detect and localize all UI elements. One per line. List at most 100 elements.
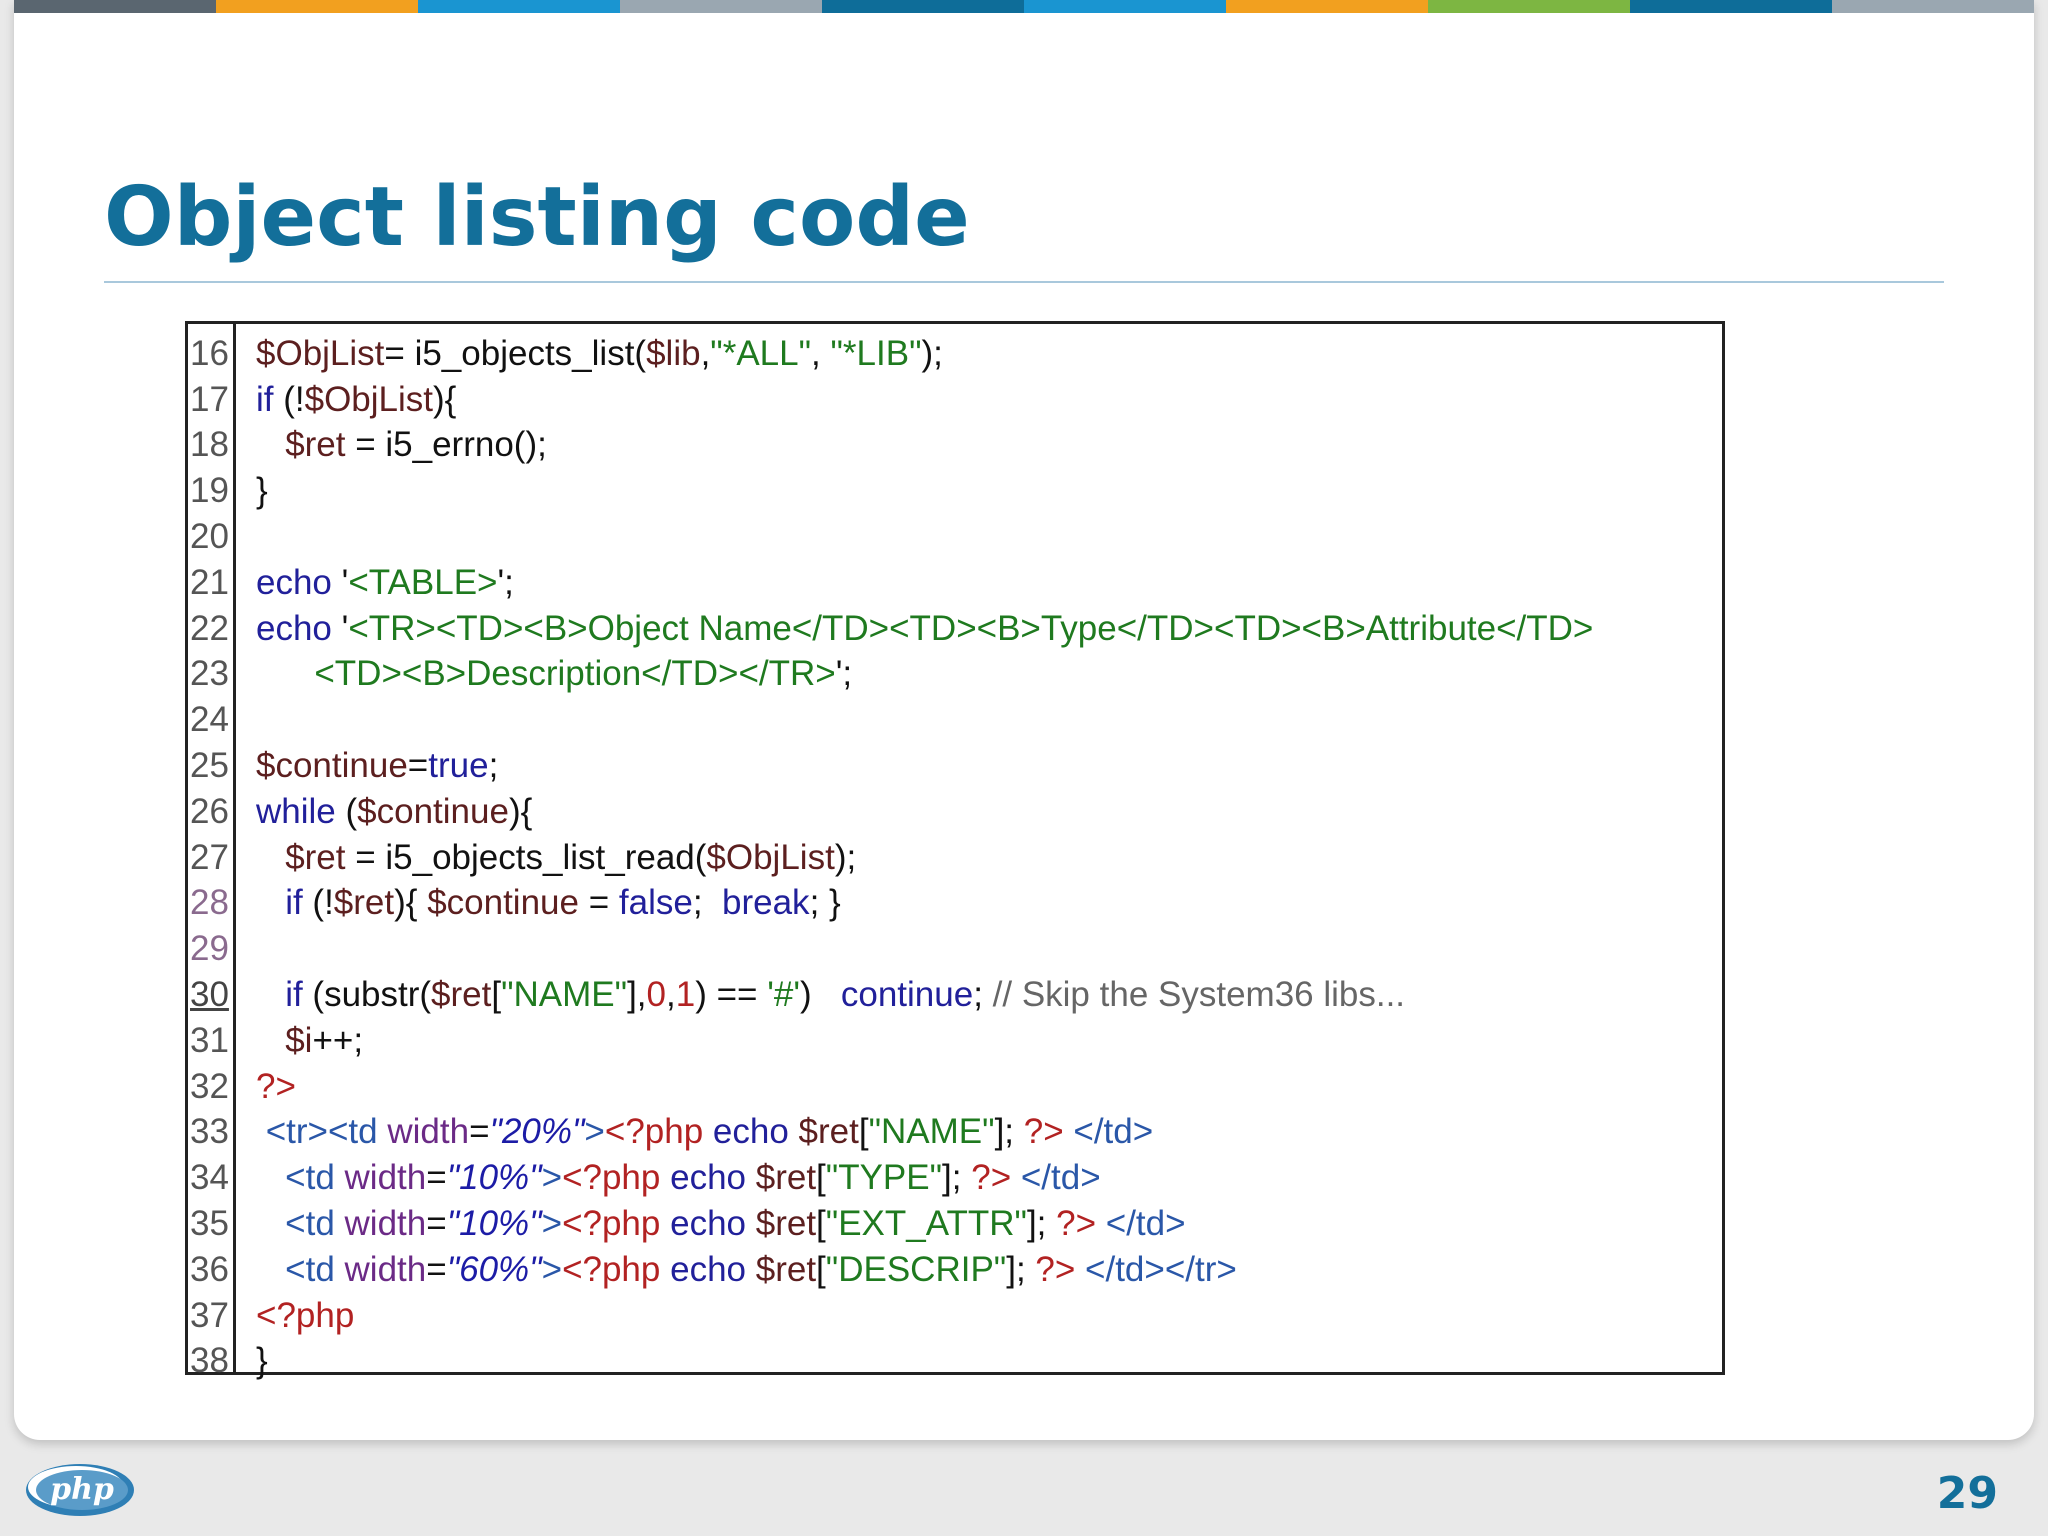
code-token: ?> [1035,1249,1076,1289]
code-text: <td width="60%"><?php echo $ret["DESCRIP… [236,1250,1237,1290]
code-token: if [256,379,274,419]
code-token: width [344,1249,427,1289]
code-lines: 16$ObjList= i5_objects_list($lib,"*ALL",… [188,331,1722,1384]
code-token: ++; [312,1020,364,1060]
code-text: $ObjList= i5_objects_list($lib,"*ALL", "… [236,334,943,374]
code-token: = [426,1158,447,1198]
code-text: <tr><td width="20%"><?php echo $ret["NAM… [236,1112,1153,1152]
code-token: ' [331,562,349,602]
code-token: $ret [755,1204,817,1244]
page-title: Object listing code [104,170,970,265]
line-number: 19 [190,471,229,511]
code-token [256,838,285,877]
code-token: <?php [562,1249,661,1289]
code-token: = [426,1204,447,1244]
code-line: 23 <TD><B>Description</TD></TR>'; [188,652,1722,698]
code-token: $ret [285,837,346,877]
code-line: 16$ObjList= i5_objects_list($lib,"*ALL",… [188,331,1722,377]
code-token: > [541,1158,563,1198]
code-token: $ObjList [256,333,385,373]
code-text: $ret = i5_objects_list_read($ObjList); [236,838,856,878]
code-text: while ($continue){ [236,792,532,832]
code-text: echo '<TABLE>'; [236,563,514,603]
code-token: echo [256,608,332,648]
code-token: </td> [1096,1204,1186,1244]
line-number-gutter [188,324,236,1372]
code-token: echo [660,1158,756,1198]
code-token: <td [256,1249,345,1289]
code-token: // Skip the System36 libs... [992,975,1406,1015]
code-token: <TD><B>Description</TD></TR> [314,654,836,694]
code-token: ?> [1056,1204,1097,1244]
code-text: $i++; [236,1021,363,1061]
code-token: echo [703,1112,799,1152]
code-token: </td> [1063,1112,1154,1152]
line-number: 37 [190,1295,229,1335]
code-token: echo [256,562,332,602]
line-number: 38 [190,1341,229,1381]
line-number: 28 [190,883,229,923]
code-line: 27 $ret = i5_objects_list_read($ObjList)… [188,835,1722,881]
code-listing: 16$ObjList= i5_objects_list($lib,"*ALL",… [185,321,1725,1380]
line-number: 26 [190,791,229,831]
code-token: <?php [604,1112,704,1152]
code-token: 0 [646,975,666,1015]
code-line: 32?> [188,1064,1722,1110]
code-token: > [541,1249,563,1289]
code-token: } [256,1341,268,1381]
line-number: 32 [190,1066,229,1106]
line-number: 20 [190,517,229,557]
code-token: "*ALL" [710,333,812,373]
code-line: 35 <td width="10%"><?php echo $ret["EXT_… [188,1201,1722,1247]
code-token: } [256,471,268,511]
top-color-bar [14,0,2034,13]
code-token: "10%" [446,1158,542,1198]
code-text: } [236,1341,268,1381]
code-line: 34 <td width="10%"><?php echo $ret["TYPE… [188,1155,1722,1201]
code-token: '; [835,654,853,694]
code-token: [ [816,1249,826,1289]
code-token: "TYPE" [825,1158,943,1198]
code-line: 25$continue=true; [188,743,1722,789]
code-token: , [666,975,676,1015]
code-token: </td></tr> [1075,1249,1237,1289]
code-token: ( [335,791,358,831]
code-token: <?php [256,1295,355,1335]
code-token: [ [816,1204,826,1244]
code-token: (substr( [302,975,432,1015]
code-text: if (!$ObjList){ [236,380,456,420]
code-line: 24 [188,697,1722,743]
code-token [256,975,285,1014]
code-token: <tr><td [256,1112,388,1152]
code-line: 18 $ret = i5_errno(); [188,423,1722,469]
line-number: 36 [190,1249,229,1289]
code-token: = [407,746,429,786]
code-token: ]; [994,1112,1024,1152]
code-token: = i5_objects_list_read( [345,837,707,877]
code-line: 20 [188,514,1722,560]
code-token: $i [285,1020,313,1060]
code-token: $ret [755,1158,817,1198]
code-token: echo [660,1249,756,1289]
code-line: 29 [188,926,1722,972]
code-token: continue [840,975,974,1015]
code-token: '#' [767,975,801,1015]
code-token: $ret [755,1249,817,1289]
code-token: width [344,1204,427,1244]
code-token: > [584,1112,605,1152]
line-number: 35 [190,1204,229,1244]
code-token: </td> [1011,1158,1101,1198]
line-number: 29 [190,929,229,969]
code-token: = [469,1112,490,1152]
code-token: break [722,883,810,923]
code-line: 28 if (!$ret){ $continue = false; break;… [188,881,1722,927]
code-token: > [541,1204,563,1244]
code-token: "60%" [446,1249,542,1289]
code-token: $lib [646,333,701,373]
code-token: , [811,333,831,373]
code-token: '; [497,562,514,602]
code-token: $continue [427,883,579,923]
